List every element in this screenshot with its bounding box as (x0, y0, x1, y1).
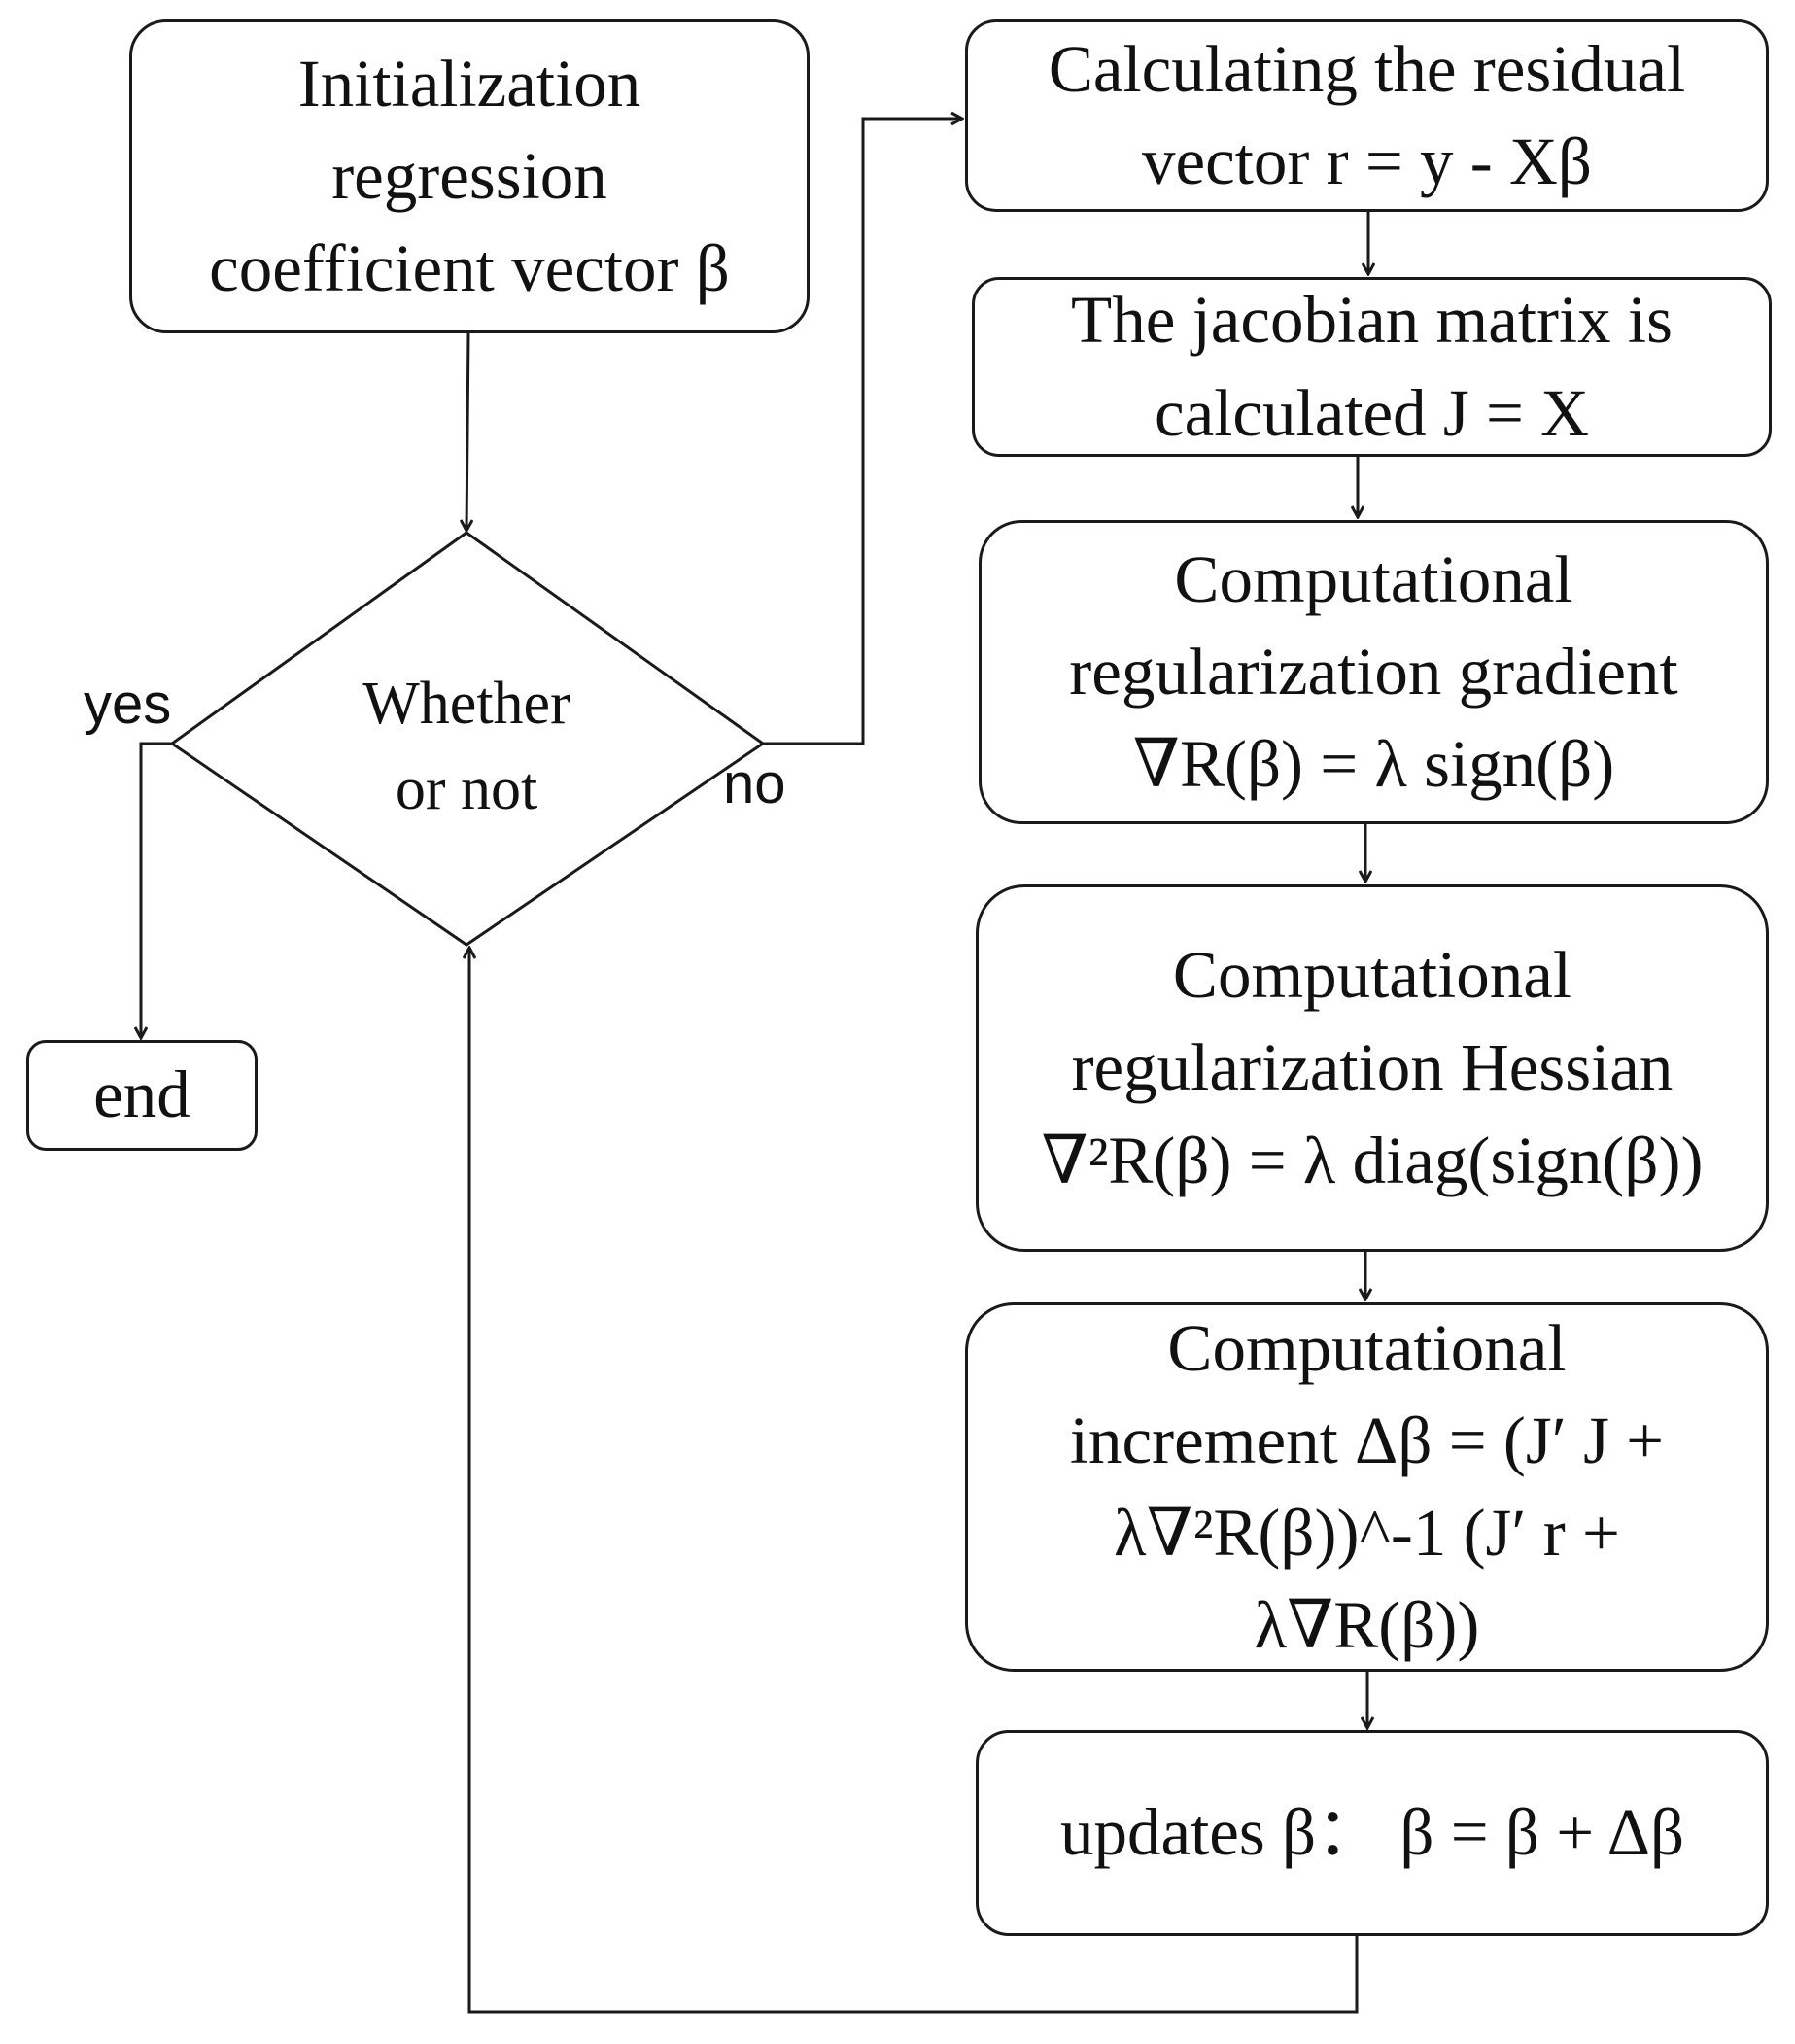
update-line: updates β： β = β + Δβ (1059, 1795, 1685, 1870)
end-label: end (93, 1057, 190, 1132)
increment-box: Computational increment Δβ = (J′ J + λ∇²… (965, 1302, 1769, 1672)
decision-diamond (169, 531, 766, 947)
gradient-line: ∇R(β) = λ sign(β) (1132, 727, 1615, 802)
hessian-box: Computational regularization Hessian ∇²R… (976, 884, 1769, 1252)
arrow-no-to-residual (763, 119, 962, 745)
arrow-update-loop-to-decision (469, 948, 1359, 2014)
no-label: no (723, 752, 786, 815)
jacobian-line: The jacobian matrix is (1071, 283, 1673, 358)
update-box: updates β： β = β + Δβ (976, 1730, 1769, 1936)
decision-line: Whether (362, 671, 570, 737)
residual-line: vector r = y - Xβ (1142, 124, 1592, 198)
hessian-line: Computational (1172, 938, 1572, 1013)
gradient-box: Computational regularization gradient ∇R… (979, 520, 1769, 824)
arrow-yes-to-end (141, 742, 172, 1038)
init-box: Initialization regression coefficient ve… (129, 19, 810, 333)
hessian-line: ∇²R(β) = λ diag(sign(β)) (1041, 1123, 1704, 1197)
init-line: regression (331, 138, 607, 213)
gradient-line: regularization gradient (1069, 634, 1678, 709)
end-box: end (26, 1040, 258, 1151)
arrow-init-to-decision (466, 332, 468, 531)
increment-line: increment Δβ = (J′ J + (1069, 1403, 1665, 1477)
jacobian-line: calculated J = X (1155, 375, 1589, 450)
increment-line: λ∇R(β)) (1254, 1588, 1480, 1663)
gradient-line: Computational (1174, 541, 1573, 616)
residual-box: Calculating the residual vector r = y - … (965, 19, 1769, 212)
increment-line: λ∇²R(β))^-1 (J′ r + (1114, 1496, 1620, 1570)
init-line: coefficient vector β (209, 231, 730, 306)
increment-line: Computational (1167, 1310, 1567, 1385)
decision-label: Whether or not (321, 661, 612, 832)
init-line: Initialization (297, 46, 641, 121)
residual-line: Calculating the residual (1048, 31, 1686, 106)
yes-label: yes (84, 673, 172, 736)
jacobian-box: The jacobian matrix is calculated J = X (972, 277, 1772, 457)
decision-line: or not (395, 756, 538, 823)
hessian-line: regularization Hessian (1071, 1030, 1674, 1105)
